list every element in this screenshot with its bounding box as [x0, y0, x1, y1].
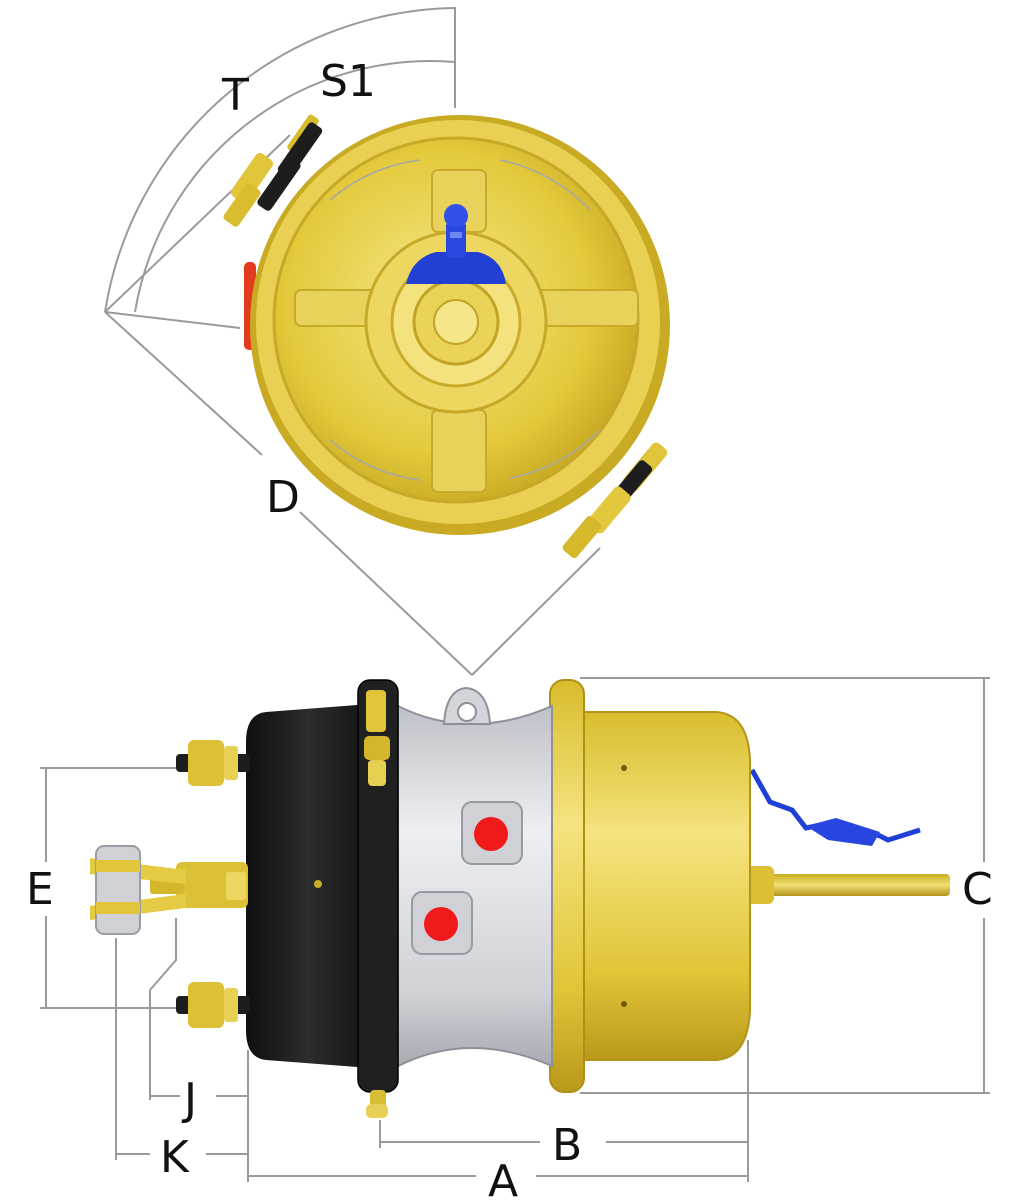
top-view: T S1 D	[104, 6, 670, 676]
label-K: K	[160, 1132, 190, 1183]
dimension-lines-side	[40, 677, 990, 1182]
label-T: T	[221, 70, 249, 121]
label-C: C	[962, 864, 993, 915]
mounting-stud-upper-side	[176, 740, 250, 786]
side-view: E C J K B A	[26, 677, 993, 1200]
spring-brake-housing	[246, 704, 370, 1068]
label-A: A	[488, 1156, 518, 1200]
label-E: E	[26, 864, 54, 915]
service-chamber	[575, 711, 751, 1061]
clamp-bolt-top	[364, 690, 390, 786]
push-rod	[740, 874, 950, 896]
middle-body	[397, 704, 553, 1068]
service-flange	[549, 679, 585, 1093]
label-B: B	[552, 1120, 582, 1171]
dimension-lines-top	[104, 6, 601, 676]
mounting-stud-upper-left	[223, 114, 323, 227]
red-port-upper	[461, 801, 523, 865]
blue-breather-top	[406, 204, 506, 284]
lifting-eye	[442, 686, 492, 725]
mounting-stud-lower-right	[562, 442, 668, 559]
label-J: J	[181, 1074, 197, 1125]
red-port-lower	[411, 891, 473, 955]
mounting-stud-lower-side	[176, 982, 250, 1028]
label-D: D	[266, 472, 300, 523]
label-S1: S1	[320, 56, 376, 107]
clamp-bolt-bottom	[366, 1090, 388, 1118]
release-bolt-clevis	[90, 845, 248, 935]
